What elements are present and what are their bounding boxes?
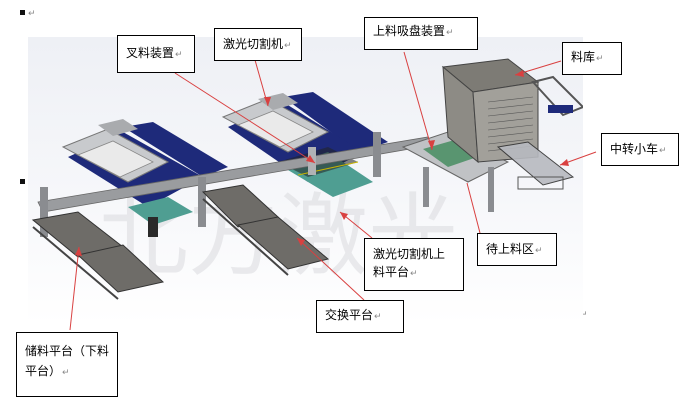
paragraph-mark: ↵ [28,9,36,19]
paragraph-bullet [20,10,25,15]
callout-label: 叉料装置 [126,46,175,60]
machine-illustration: 北方激光 [31,58,583,300]
callout-suction-loader: 上料吸盘装置↵ [364,17,478,50]
callout-transfer-cart: 中转小车↵ [601,133,679,166]
callout-label: 中转小车 [610,142,659,156]
paragraph-mark: ↵ [446,28,454,38]
callout-label: 料库 [571,50,596,64]
paragraph-mark: ↵ [175,50,183,60]
paragraph-mark: ↵ [659,146,667,156]
callout-laser-loading-platform: 激光切割机上料平台↵ [364,238,464,291]
callout-fork-device: 叉料装置↵ [117,35,195,73]
callout-label: 待上料区 [486,242,535,256]
machine-rendering-figure: 北方激光 [28,37,583,324]
callout-label: 储料平台（下料平台） [25,344,110,378]
paragraph-mark: ↵ [374,312,382,322]
callout-label: 激光切割机 [223,37,284,51]
callout-label: 激光切割机上料平台 [373,247,446,279]
paragraph-mark: ↵ [596,54,604,64]
paragraph-mark: ↵ [535,246,543,256]
paragraph-bullet [20,179,25,184]
callout-exchange-platform: 交换平台↵ [316,300,404,333]
paragraph-mark: ↵ [62,368,70,378]
paragraph-mark: ↵ [284,41,292,51]
callout-waiting-area: 待上料区↵ [477,233,557,266]
paragraph-mark: ↵ [580,310,588,320]
callout-storage-platform: 储料平台（下料平台）↵ [16,332,118,397]
paragraph-mark: ↵ [410,269,418,279]
callout-label: 上料吸盘装置 [373,24,446,38]
callout-laser-cutter: 激光切割机↵ [214,28,302,61]
callout-label: 交换平台 [325,308,374,322]
callout-material-storage: 料库↵ [562,42,622,75]
